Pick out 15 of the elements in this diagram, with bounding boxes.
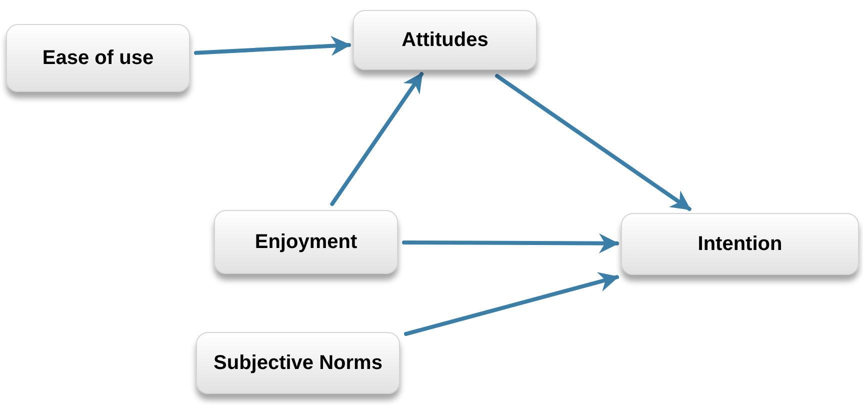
arrow [495, 74, 692, 211]
arrow [330, 72, 424, 206]
arrow [194, 36, 351, 56]
arrow [402, 233, 619, 254]
node-label: Subjective Norms [214, 351, 382, 376]
rounded-box [6, 24, 190, 92]
rounded-box [214, 210, 398, 274]
rounded-box [196, 332, 400, 394]
node-label: Ease of use [42, 46, 154, 71]
node-label: Attitudes [402, 28, 488, 53]
rounded-box [353, 10, 537, 70]
node-label: Intention [698, 232, 782, 257]
rounded-box [621, 213, 859, 275]
arrow [404, 272, 619, 336]
node-label: Enjoyment [254, 230, 358, 255]
